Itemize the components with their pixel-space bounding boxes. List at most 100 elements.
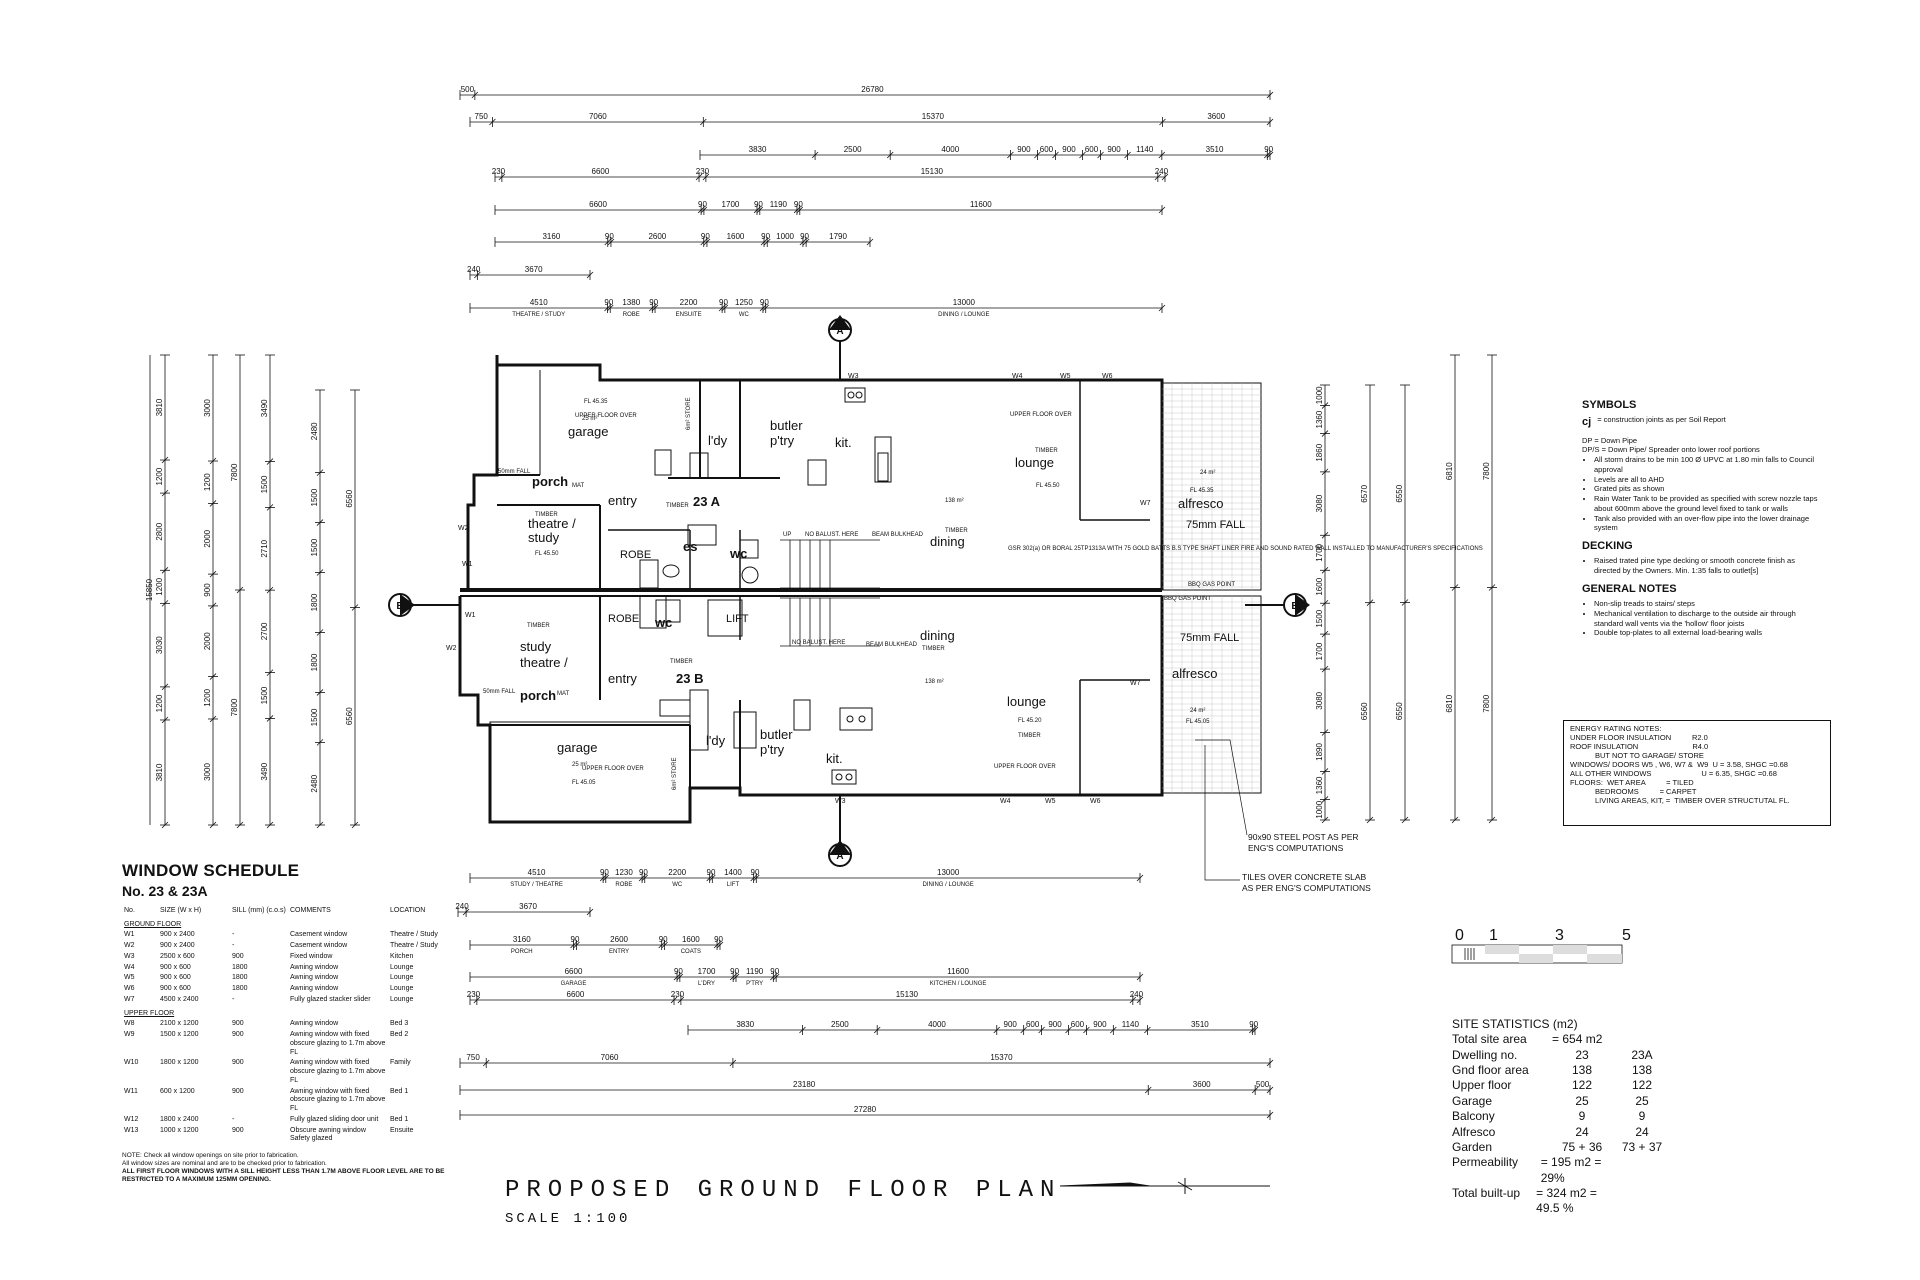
left-c5-4: 1800	[310, 653, 319, 671]
col-comments: COMMENTS	[290, 906, 331, 914]
left-c4-1: 1500	[260, 475, 269, 493]
ws-cell: Bed 3	[390, 1020, 409, 1028]
bot-r4-label-2: L'DRY	[698, 981, 715, 987]
ws-cell: 900	[232, 952, 244, 960]
store-a: 6m² STORE	[686, 397, 692, 430]
top-r8-label-6: WC	[739, 312, 750, 318]
top-r8-8: 13000	[953, 298, 976, 307]
bot-r3-5: 90	[714, 935, 723, 944]
bot-r1-label-8: DINING / LOUNGE	[922, 882, 973, 888]
w6-a: W6	[1102, 373, 1113, 380]
left-c4-2: 2710	[260, 539, 269, 557]
steel-post-line2: ENG'S COMPUTATIONS	[1248, 843, 1344, 853]
bot-r3-label-2: ENTRY	[609, 949, 629, 955]
drawing-scale: SCALE 1:100	[505, 1211, 631, 1227]
top-r8-label-8: DINING / LOUNGE	[938, 312, 989, 318]
bot-r1-7: 90	[751, 868, 760, 877]
top-r4-3: 15130	[921, 167, 944, 176]
fall-b: 75mm FALL	[1180, 632, 1239, 644]
top-r5-5: 90	[794, 200, 803, 209]
ws-cell: W4	[124, 963, 135, 971]
window-schedule-subheading: No. 23 & 23A	[122, 883, 208, 900]
col-size: SIZE (W x H)	[160, 906, 202, 914]
window-tags: W1 W2 W3 W4 W5 W6 W7 W1 W2 W3 W4 W5 W6 W…	[446, 373, 1151, 805]
ws-cell: 900 x 2400	[160, 931, 195, 939]
room-alfresco-a: alfresco	[1178, 496, 1224, 511]
top-r5-3: 90	[754, 200, 763, 209]
right-c1-3: 3080	[1315, 494, 1324, 512]
symbol-cj: cj= construction joints as per Soil Repo…	[1582, 415, 1822, 429]
energy-line-3: BUT NOT TO GARAGE/ STORE	[1570, 751, 1704, 760]
top-r8-6: 1250	[735, 298, 753, 307]
top-r3-7: 900	[1107, 145, 1121, 154]
bot-r4-3: 90	[730, 967, 739, 976]
ws-cell: Lounge	[390, 985, 414, 992]
right-c1-2: 1860	[1315, 443, 1324, 461]
site-stat-cell: 24	[1575, 1124, 1589, 1139]
ws-cell: 4500 x 2400	[160, 995, 199, 1003]
ws-cell: W8	[124, 1020, 135, 1028]
top-r6-1: 90	[605, 232, 614, 241]
fall50-a: 50mm FALL	[498, 469, 531, 475]
right-dimension-strings	[1320, 354, 1497, 824]
room-kitchen-b: kit.	[826, 751, 843, 766]
section-b-label-left: B	[396, 601, 403, 612]
site-stat-cell: Balcony	[1452, 1109, 1495, 1124]
bot-r4-0: 6600	[565, 967, 583, 976]
room-porch-b: porch	[520, 688, 556, 703]
drawing-title: PROPOSED GROUND FLOOR PLAN	[505, 1177, 1062, 1204]
cj-text: = construction joints as per Soil Report	[1597, 415, 1726, 425]
energy-rating-notes: ENERGY RATING NOTES:UNDER FLOOR INSULATI…	[1563, 720, 1831, 826]
fl-garage-b: FL 45.05	[572, 780, 596, 786]
w6-b: W6	[1090, 798, 1101, 805]
decking-note-0: Raised trated pine type decking or smoot…	[1594, 556, 1822, 576]
top-r4-0: 230	[492, 167, 506, 176]
bot-r4-4: 1190	[746, 967, 764, 976]
site-stat-cell: Total site area	[1452, 1032, 1527, 1047]
ws-cell: 2500 x 600	[160, 952, 195, 960]
energy-line-4: WINDOWS/ DOORS W5 , W6, W7 & W9 U = 3.58…	[1570, 760, 1788, 769]
site-stat-cell: Gnd floor area	[1452, 1063, 1529, 1078]
timber-tag-a3: TIMBER	[1035, 448, 1058, 454]
right-c4-1: 6810	[1445, 694, 1454, 712]
left-c1-3: 1200	[155, 577, 164, 595]
bot-r3-label-0: PORCH	[511, 949, 533, 955]
timber-tag-a4: TIMBER	[945, 528, 968, 534]
general-note-0: Non-slip treads to stairs/ steps	[1594, 599, 1822, 609]
bot-r4-2: 1700	[698, 967, 716, 976]
room-alfresco-b: alfresco	[1172, 666, 1218, 681]
left-c2-0: 3000	[203, 399, 212, 417]
bot-r7-2: 15370	[990, 1053, 1013, 1062]
ws-cell: Bed 1	[390, 1115, 409, 1123]
right-c1-9: 1890	[1315, 743, 1324, 761]
symbol-note-4: Tank also provided with an over-flow pip…	[1594, 514, 1822, 534]
top-r6-5: 90	[761, 232, 770, 241]
energy-line-5: ALL OTHER WINDOWS U = 6.35, SHGC =0.68	[1570, 769, 1777, 778]
timber-tag-b4: TIMBER	[1018, 733, 1041, 739]
bot-r4-1: 90	[674, 967, 683, 976]
top-r6-6: 1000	[776, 232, 794, 241]
bot-r6-7: 900	[1093, 1020, 1107, 1029]
right-c1-6: 1500	[1315, 609, 1324, 627]
left-c1-6: 3810	[155, 763, 164, 781]
steel-post-line1: 90x90 STEEL POST AS PER	[1248, 832, 1359, 842]
beam-a: BEAM BULKHEAD	[872, 532, 924, 538]
general-notes-list: Non-slip treads to stairs/ stepsMechanic…	[1582, 599, 1822, 638]
left-c4-3: 2700	[260, 622, 269, 640]
general-note-2: Double top-plates to all external load-b…	[1594, 628, 1822, 638]
col-no: No.	[124, 906, 135, 914]
callouts: 90x90 STEEL POST AS PER ENG'S COMPUTATIO…	[1195, 739, 1371, 893]
top-r3-3: 900	[1017, 145, 1031, 154]
mat-b: MAT	[557, 691, 570, 697]
left-c1-1: 1200	[155, 467, 164, 485]
top-r2-3: 3600	[1207, 112, 1225, 121]
ws-cell: W2	[124, 942, 135, 949]
